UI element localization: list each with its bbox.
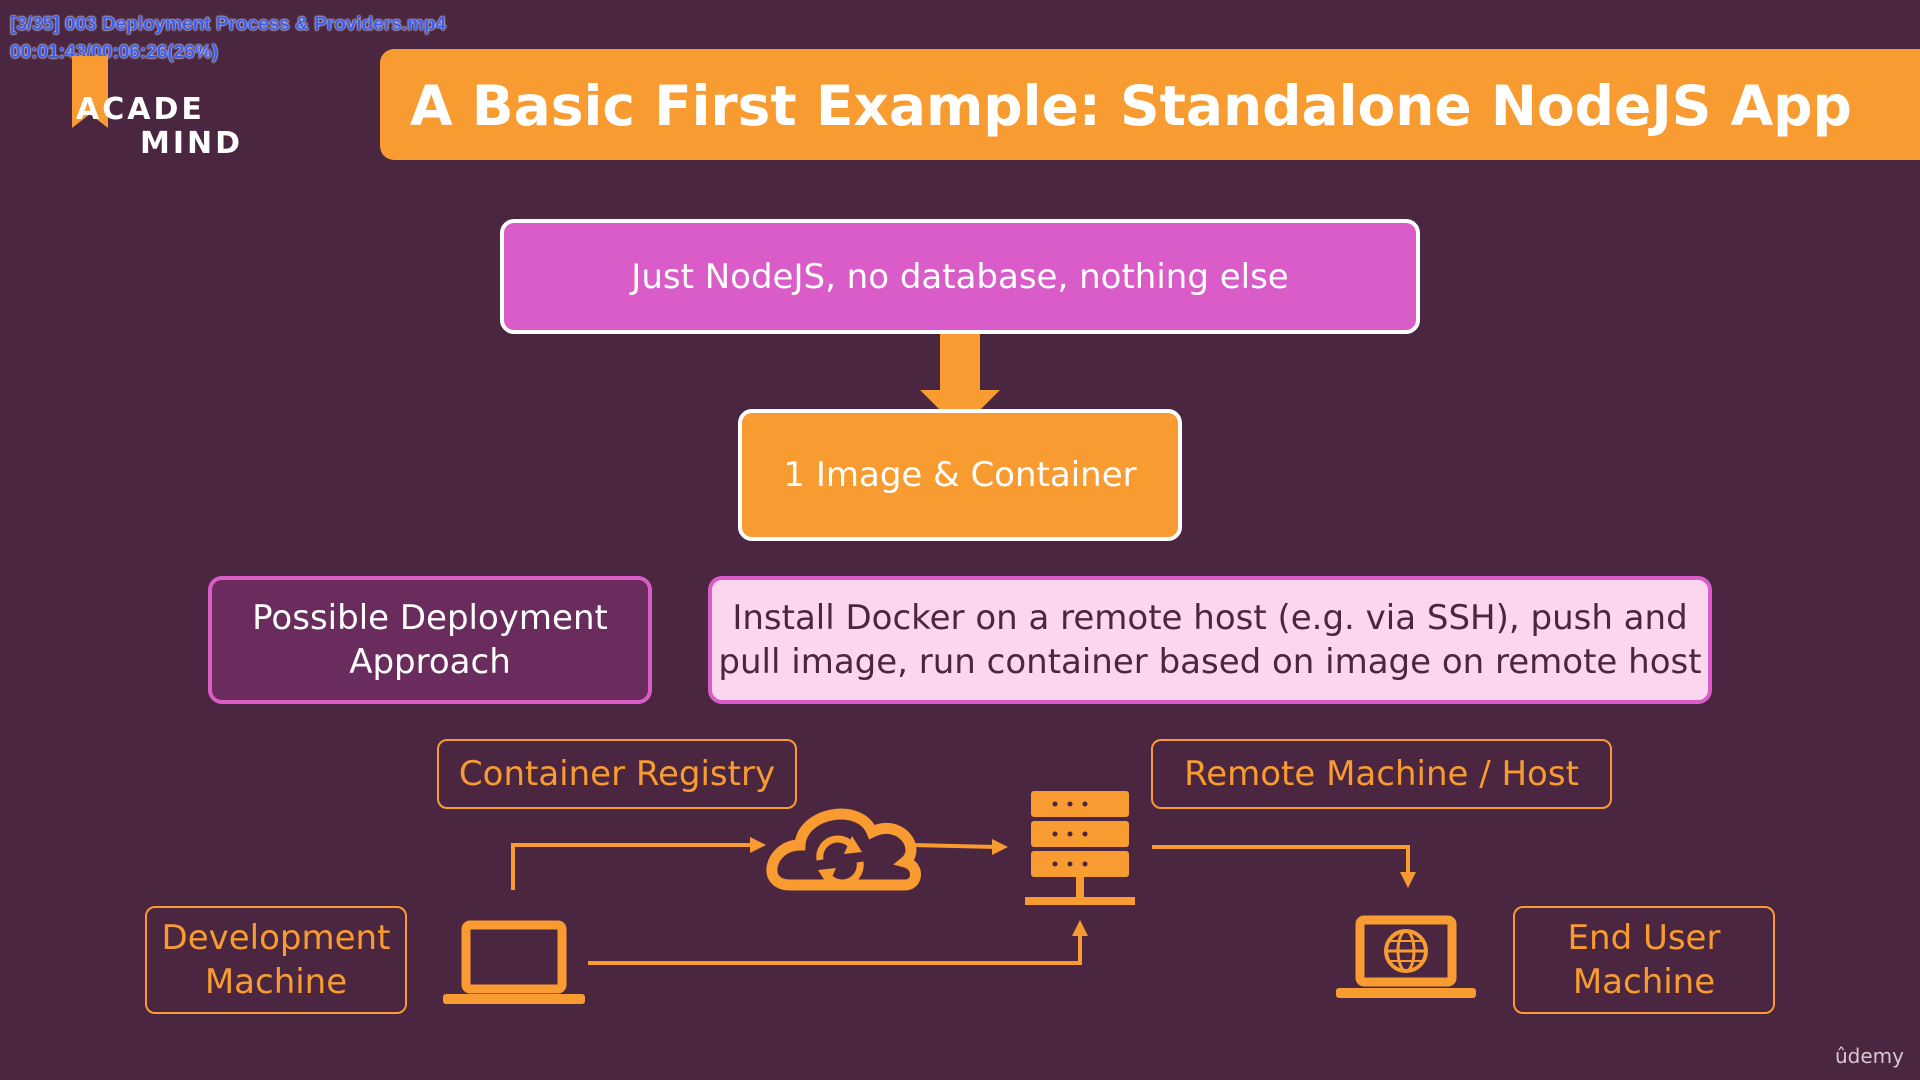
install-line-2: pull image, run container based on image… [718,642,1702,682]
development-machine-label: Development Machine [145,906,407,1014]
logo-line-2: MIND [140,126,244,161]
video-filename: [3/35] 003 Deployment Process & Provider… [10,14,447,35]
dev-label-line-1: Development [161,918,391,958]
academind-logo: ACADE MIND [72,56,252,161]
end-label-line-1: End User [1567,918,1721,958]
arrow-laptop-to-server [588,935,1082,965]
remote-machine-label: Remote Machine / Host [1151,739,1612,809]
cloud-sync-icon [766,808,921,891]
laptop-globe-icon [1336,915,1476,998]
end-user-machine-label: End User Machine [1513,906,1775,1014]
arrow-cloud-to-server [911,843,997,849]
udemy-watermark: ûdemy [1835,1044,1904,1068]
image-container-text: 1 Image & Container [783,455,1137,495]
video-timestamp: 00:01:43/00:06:26(26%) [10,42,219,63]
logo-line-1: ACADE [76,92,205,127]
laptop-icon [443,920,585,1004]
image-container-box: 1 Image & Container [738,409,1182,541]
nodejs-app-text: Just NodeJS, no database, nothing else [631,256,1289,297]
container-registry-label: Container Registry [437,739,797,809]
dev-label-line-2: Machine [204,962,348,1002]
arrow-heads [750,837,1416,936]
deployment-approach-box: Possible Deployment Approach [208,576,652,704]
down-arrow [920,316,1000,430]
server-icon [1025,791,1135,905]
logo-bookmark-icon [72,56,108,128]
nodejs-app-box: Just NodeJS, no database, nothing else [500,219,1420,334]
slide-title: A Basic First Example: Standalone NodeJS… [410,74,1852,138]
connector-arrows [511,843,1410,965]
arrow-laptop-to-cloud [511,843,752,890]
approach-line-1: Possible Deployment [252,598,608,638]
container-registry-text: Container Registry [458,754,776,794]
install-docker-box: Install Docker on a remote host (e.g. vi… [708,576,1712,704]
arrow-server-to-enduser [1152,845,1410,876]
remote-machine-text: Remote Machine / Host [1184,754,1579,794]
install-line-1: Install Docker on a remote host (e.g. vi… [732,598,1688,638]
approach-line-2: Approach [349,642,511,682]
end-label-line-2: Machine [1572,962,1716,1002]
title-banner: A Basic First Example: Standalone NodeJS… [380,49,1920,160]
